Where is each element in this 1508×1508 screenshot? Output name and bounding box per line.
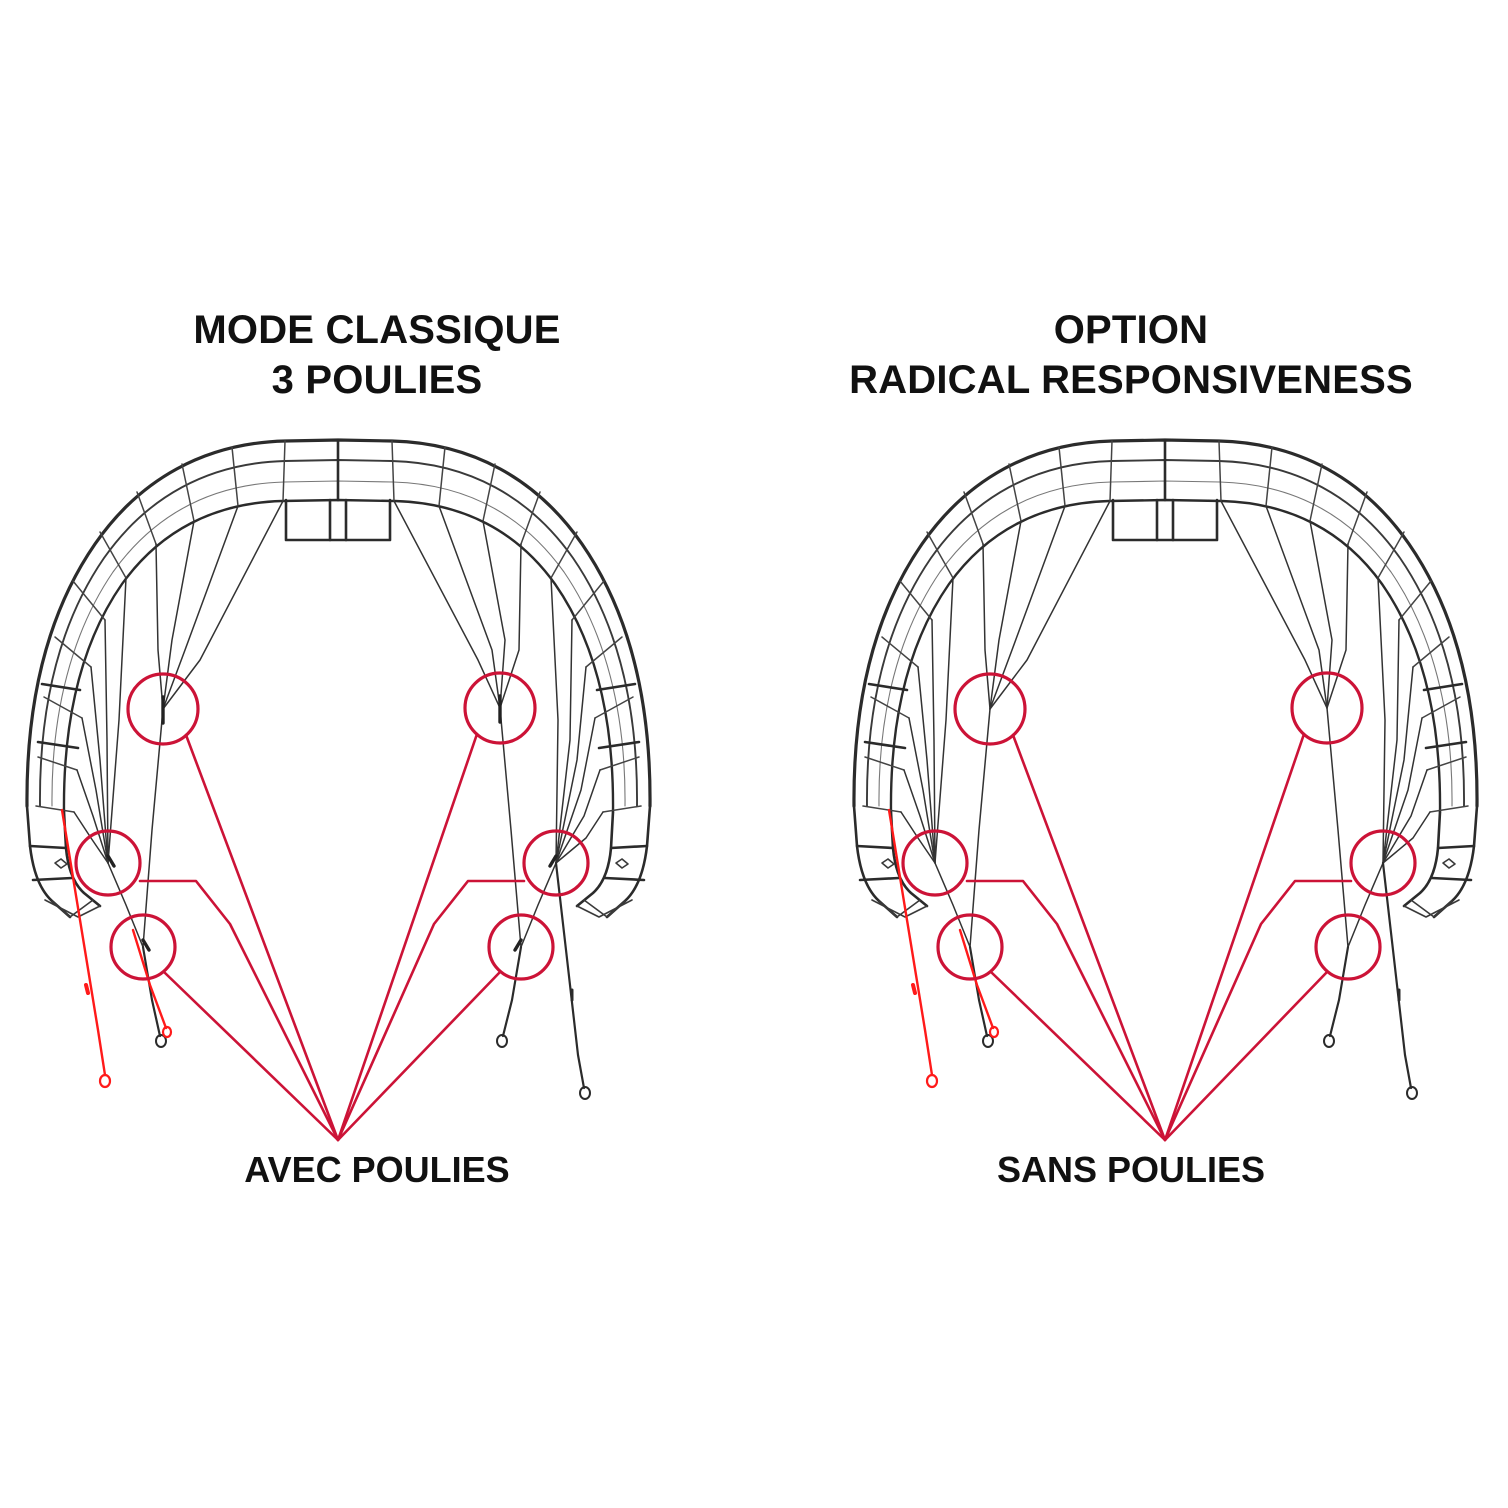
panel-left-title: MODE CLASSIQUE 3 POULIES	[0, 305, 754, 405]
riser-loop-left	[982, 1034, 994, 1048]
brake-handle-knot	[911, 983, 917, 995]
highlight-circles	[901, 671, 1417, 981]
wing-tip-left-detail	[44, 858, 101, 918]
highlight-circle-inner-right	[487, 913, 555, 981]
riser-loop-left	[155, 1034, 167, 1048]
riser-loops-right	[1323, 1034, 1418, 1100]
brake-handle-line-outer	[60, 808, 107, 1077]
brake-line-upper-left	[184, 733, 340, 1142]
wing-drawing-left	[25, 438, 652, 1142]
brake-handle-line-inner	[131, 928, 168, 1030]
canopy-trailing-edge	[889, 498, 1442, 814]
highlight-circle-upper-left	[953, 672, 1027, 746]
canopy-ribs-right	[391, 440, 642, 813]
highlight-circle-inner-left	[109, 913, 177, 981]
panel-right-title-line2: RADICAL RESPONSIVENESS	[849, 358, 1413, 402]
canopy-ribs-left	[35, 440, 286, 813]
canopy-center-keel	[1111, 439, 1219, 542]
riser-loops-right	[496, 1034, 591, 1100]
panel-classic-mode: MODE CLASSIQUE 3 POULIES	[0, 305, 754, 1190]
brake-handle-loop-outer	[925, 1073, 939, 1089]
wing-tip-right	[1402, 682, 1479, 919]
highlight-circle-outer-left	[901, 829, 969, 897]
brake-handle-loop-inner	[161, 1025, 173, 1039]
brake-step-left	[138, 879, 340, 1142]
canopy-mid-arc	[51, 480, 626, 807]
canopy-leading-edge-inner	[39, 459, 638, 807]
risers-right	[501, 861, 586, 1090]
suspension-lines-left	[900, 500, 1111, 948]
brake-step-right	[1163, 879, 1353, 1142]
highlight-circle-outer-left	[74, 829, 142, 897]
brake-line-lower-right	[336, 970, 502, 1142]
panel-left-footer: AVEC POULIES	[244, 1149, 510, 1190]
canopy-mid-arc	[878, 480, 1453, 807]
canopy-ribs-left	[862, 440, 1113, 813]
highlight-circles	[74, 671, 590, 981]
highlight-circle-upper-left	[126, 672, 200, 746]
panel-right-footer: SANS POULIES	[996, 1149, 1266, 1190]
highlight-circle-upper-right	[1290, 671, 1364, 745]
highlight-circle-outer-right	[1349, 829, 1417, 897]
brake-step-left	[965, 879, 1167, 1142]
highlight-circle-outer-right	[522, 829, 590, 897]
highlight-circle-inner-right	[1314, 913, 1382, 981]
suspension-lines-right	[393, 500, 604, 948]
highlight-circle-inner-left	[936, 913, 1004, 981]
brake-step-right	[336, 879, 526, 1142]
canopy-center-keel	[284, 439, 392, 542]
panel-left-title-line2: 3 POULIES	[271, 358, 483, 402]
panel-right-title: OPTION RADICAL RESPONSIVENESS	[754, 305, 1508, 405]
canopy-trailing-edge	[62, 498, 615, 814]
wing-drawing-right	[852, 438, 1479, 1142]
brake-line-upper-left	[1011, 733, 1167, 1142]
brake-line-upper-right	[336, 732, 479, 1142]
brake-line-upper-right	[1163, 732, 1306, 1142]
wing-tip-right-detail	[576, 858, 633, 918]
brake-handle-line-outer	[887, 808, 934, 1077]
pulley-markers	[106, 694, 558, 952]
wing-tip-left-detail	[871, 858, 928, 918]
suspension-lines-left	[73, 500, 284, 948]
panel-radical-responsiveness: OPTION RADICAL RESPONSIVENESS	[754, 0, 1508, 1508]
suspension-lines-right	[1220, 500, 1431, 948]
wing-tip-right-detail	[1403, 858, 1460, 918]
brake-handle-loop-outer	[98, 1073, 112, 1089]
brake-line-lower-left	[989, 970, 1167, 1142]
canopy-leading-edge-inner	[866, 459, 1465, 807]
brake-handle-loop-inner	[988, 1025, 1000, 1039]
risers-left	[141, 945, 162, 1038]
brake-line-lower-left	[162, 970, 340, 1142]
brake-line-lower-right	[1163, 970, 1329, 1142]
brake-handle-knot	[84, 983, 90, 995]
canopy-ribs-right	[1218, 440, 1469, 813]
brake-handle-line-inner	[958, 928, 995, 1030]
risers-right	[1328, 861, 1413, 1090]
highlight-circle-upper-right	[463, 671, 537, 745]
panel-right-title-line1: OPTION	[1053, 308, 1209, 352]
panel-left-title-line1: MODE CLASSIQUE	[193, 308, 561, 352]
risers-left	[968, 945, 989, 1038]
